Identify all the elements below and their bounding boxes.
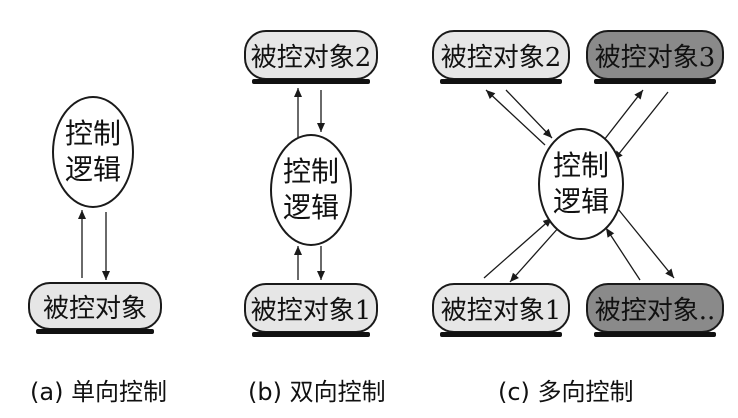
arrow-c-controller-to-br (613, 203, 675, 279)
caption-a: (a) 单向控制 (30, 378, 168, 406)
control-logic-line2: 逻辑 (64, 153, 121, 186)
node-label: 被控对象2 (440, 42, 562, 73)
panel-c-control-logic: 控制 逻辑 (538, 128, 624, 240)
control-logic-line2: 逻辑 (282, 191, 339, 224)
control-logic-line1: 控制 (282, 155, 339, 188)
control-logic-line2: 逻辑 (552, 185, 609, 218)
arrow-c-tl-to-controller (505, 89, 553, 139)
panel-b-object-2: 被控对象2 (244, 30, 378, 84)
panel-c-object-2: 被控对象2 (432, 30, 570, 84)
arrow-c-br-to-controller (605, 227, 641, 281)
control-logic-line1: 控制 (64, 117, 121, 150)
node-label: 被控对象1 (250, 295, 372, 326)
panel-b-object-1: 被控对象1 (244, 283, 378, 337)
arrow-c-bl-to-controller (483, 217, 553, 279)
node-label: 被控对象1 (440, 295, 562, 326)
panel-a-controlled-object: 被控对象 (28, 282, 162, 334)
control-logic-line1: 控制 (552, 149, 609, 182)
caption-b: (b) 双向控制 (248, 378, 386, 406)
panel-b-control-logic: 控制 逻辑 (270, 134, 352, 246)
panel-a-control-logic: 控制 逻辑 (52, 96, 134, 208)
node-label: 被控对象.. (594, 295, 716, 326)
panel-c-object-more: 被控对象.. (586, 283, 724, 337)
node-label: 被控对象3 (594, 42, 716, 73)
node-label: 被控对象2 (250, 42, 372, 73)
arrow-c-tr-to-controller (613, 91, 669, 161)
panel-c-object-1: 被控对象1 (432, 283, 570, 337)
node-label: 被控对象 (42, 293, 147, 324)
arrow-c-controller-to-tl (485, 89, 546, 146)
caption-c: (c) 多向控制 (498, 378, 634, 406)
arrow-c-controller-to-bl (509, 225, 561, 283)
arrow-c-controller-to-tr (603, 89, 644, 141)
panel-c-object-3: 被控对象3 (586, 30, 724, 84)
